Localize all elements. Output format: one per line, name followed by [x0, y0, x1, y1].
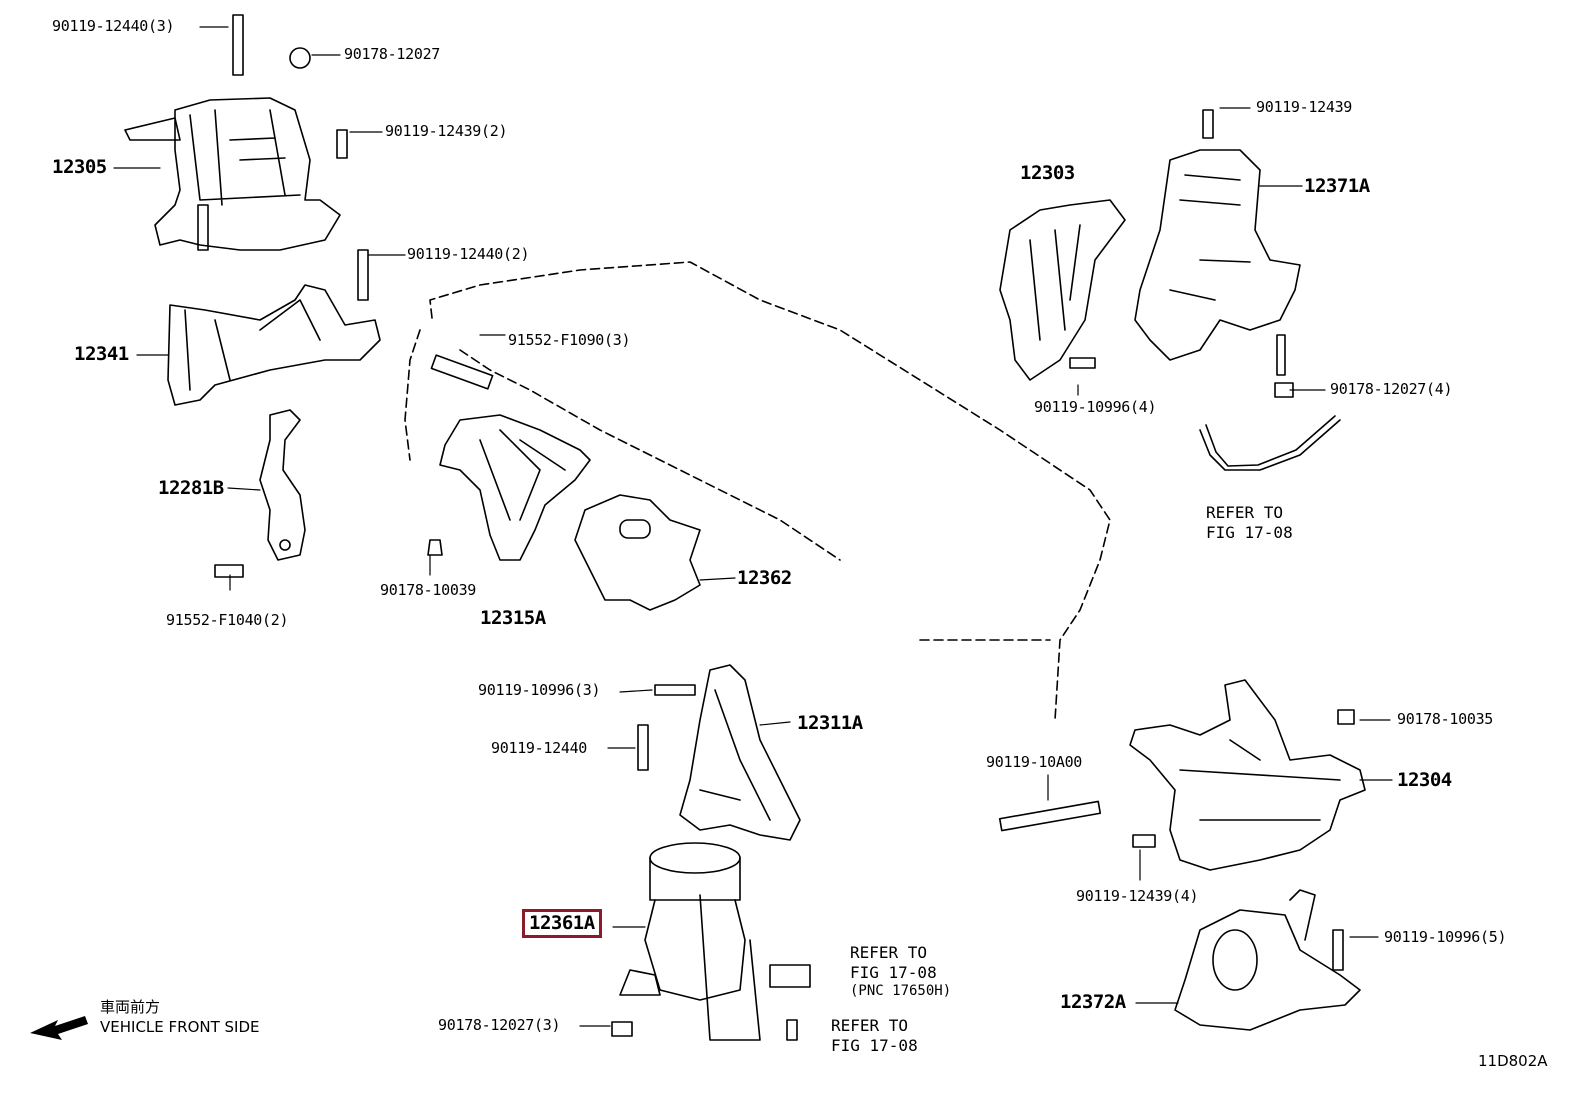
fastener-label[interactable]: 90119-12439(2)	[385, 122, 508, 140]
fastener-label[interactable]: 90178-10039	[380, 581, 477, 599]
bracket-12304	[998, 679, 1366, 871]
engine-outline-lower	[404, 329, 841, 561]
fastener-label[interactable]: 91552-F1090(3)	[508, 331, 631, 349]
reference-note[interactable]: REFER TO FIG 17-08	[1206, 503, 1293, 543]
reference-line: FIG 17-08	[850, 963, 937, 982]
part-label-12311A[interactable]: 12311A	[797, 712, 863, 734]
fastener-label[interactable]: 90119-10A00	[986, 753, 1083, 771]
part-label-12371A[interactable]: 12371A	[1304, 175, 1370, 197]
part-label-12303[interactable]: 12303	[1020, 162, 1075, 184]
fastener-label[interactable]: 90178-12027	[344, 45, 441, 63]
fastener-label[interactable]: 90119-12439	[1256, 98, 1353, 116]
hose	[1199, 415, 1341, 471]
part-label-12372A[interactable]: 12372A	[1060, 991, 1126, 1013]
reference-line: REFER TO	[850, 943, 928, 962]
reference-note[interactable]: REFER TO FIG 17-08 (PNC 17650H)	[850, 943, 951, 1001]
part-label-12341[interactable]: 12341	[74, 343, 129, 365]
part-label-12281B[interactable]: 12281B	[158, 477, 224, 499]
fastener-label[interactable]: 90178-12027(3)	[438, 1016, 561, 1034]
part-label-12362[interactable]: 12362	[737, 567, 792, 589]
part-label-12305[interactable]: 12305	[52, 156, 107, 178]
reference-line: REFER TO	[831, 1016, 909, 1035]
mount-12305	[124, 14, 348, 251]
part-label-12361A[interactable]: 12361A	[522, 909, 602, 938]
fastener-label[interactable]: 90119-12440(3)	[52, 17, 175, 35]
reference-line: FIG 17-08	[1206, 523, 1293, 542]
bracket-12315A	[427, 354, 591, 561]
fastener-label[interactable]: 90178-10035	[1397, 710, 1494, 728]
bracket-12311A	[637, 664, 801, 841]
fastener-label[interactable]: 90119-12440(2)	[407, 245, 530, 263]
fastener-label[interactable]: 90119-12439(4)	[1076, 887, 1199, 905]
front-indicator-en: VEHICLE FRONT SIDE	[100, 1017, 260, 1036]
hook-12281B	[214, 409, 306, 578]
diagram-code: 11D802A	[1478, 1052, 1548, 1070]
bracket-12303	[999, 199, 1126, 381]
front-indicator-jp: 車両前方	[100, 998, 161, 1016]
fastener-label[interactable]: 90178-12027(4)	[1330, 380, 1453, 398]
leader-lines	[113, 26, 1393, 1027]
reference-line: (PNC 17650H)	[850, 983, 952, 999]
reference-line: REFER TO	[1206, 503, 1284, 522]
fastener-label[interactable]: 90119-10996(3)	[478, 681, 601, 699]
fastener-label[interactable]: 90119-10996(5)	[1384, 928, 1507, 946]
mount-12361A	[611, 842, 811, 1041]
mount-12371A	[1134, 109, 1341, 471]
engine-outline	[429, 261, 1111, 721]
fastener-label[interactable]: 90119-12440	[491, 739, 588, 757]
fastener-label[interactable]: 91552-F1040(2)	[166, 611, 289, 629]
fastener-label[interactable]: 90119-10996(4)	[1034, 398, 1157, 416]
front-arrow	[30, 1016, 88, 1040]
part-label-12304[interactable]: 12304	[1397, 769, 1452, 791]
mount-12372A	[1174, 889, 1361, 1031]
pad-12362	[574, 494, 701, 611]
front-indicator: 車両前方 VEHICLE FRONT SIDE	[100, 998, 260, 1037]
reference-line: FIG 17-08	[831, 1036, 918, 1055]
part-label-12315A[interactable]: 12315A	[480, 607, 546, 629]
reference-note[interactable]: REFER TO FIG 17-08	[831, 1016, 918, 1056]
bracket-12341	[167, 249, 381, 406]
